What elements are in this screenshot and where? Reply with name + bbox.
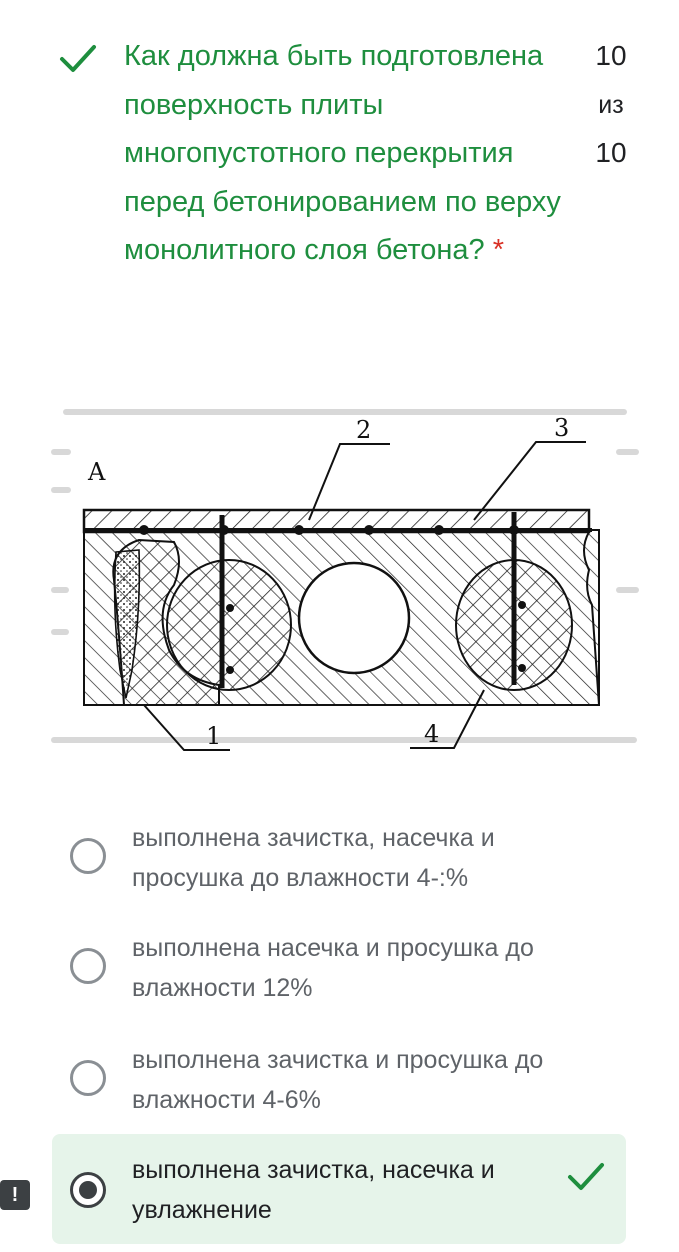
key-left [166,559,292,691]
label-1: 1 [206,722,221,750]
faint-background-text [51,409,639,743]
rebar-dot [518,664,526,672]
option-1[interactable]: выполнена зачистка, насечка и просушка д… [52,808,626,908]
feedback-badge-icon[interactable]: ! [0,1180,30,1210]
hollow-core-slab-diagram: A 2 3 1 4 [51,409,639,751]
option-2[interactable]: выполнена насечка и просушка до влажност… [52,918,626,1018]
radio-button[interactable] [70,1060,106,1096]
radio-button[interactable] [70,838,106,874]
option-label: выполнена зачистка, насечка и увлажнение [132,1156,495,1224]
grout-plug [113,549,141,699]
score: 10 из 10 [585,32,637,178]
slab-right-edge [583,531,600,706]
question-title: Как должна быть подготовлена поверхность… [124,32,564,275]
score-separator: из [598,90,624,119]
label-3: 3 [554,414,569,442]
radio-button[interactable] [70,948,106,984]
score-total: 10 [595,137,627,168]
hollow-core [297,561,411,675]
label-2: 2 [356,416,371,444]
label-4: 4 [424,720,439,748]
rebar-dot [226,604,234,612]
question-text: Как должна быть подготовлена поверхность… [124,40,561,266]
rebar-dot [226,666,234,674]
leader-lines [143,441,586,751]
radio-selected-dot [79,1181,97,1199]
option-label: выполнена зачистка и просушка до влажнос… [132,1046,544,1114]
required-mark: * [492,234,505,266]
option-label: выполнена насечка и просушка до влажност… [132,934,534,1002]
check-icon [568,1163,604,1190]
rebar-dot [518,601,526,609]
option-4[interactable]: выполнена зачистка, насечка и увлажнение [52,1134,626,1244]
option-label: выполнена зачистка, насечка и просушка д… [132,824,495,892]
radio-button-selected[interactable] [70,1172,106,1208]
label-a: A [87,458,106,486]
check-icon [60,45,96,72]
option-3[interactable]: выполнена зачистка и просушка до влажнос… [52,1030,626,1130]
score-points: 10 [595,40,627,71]
